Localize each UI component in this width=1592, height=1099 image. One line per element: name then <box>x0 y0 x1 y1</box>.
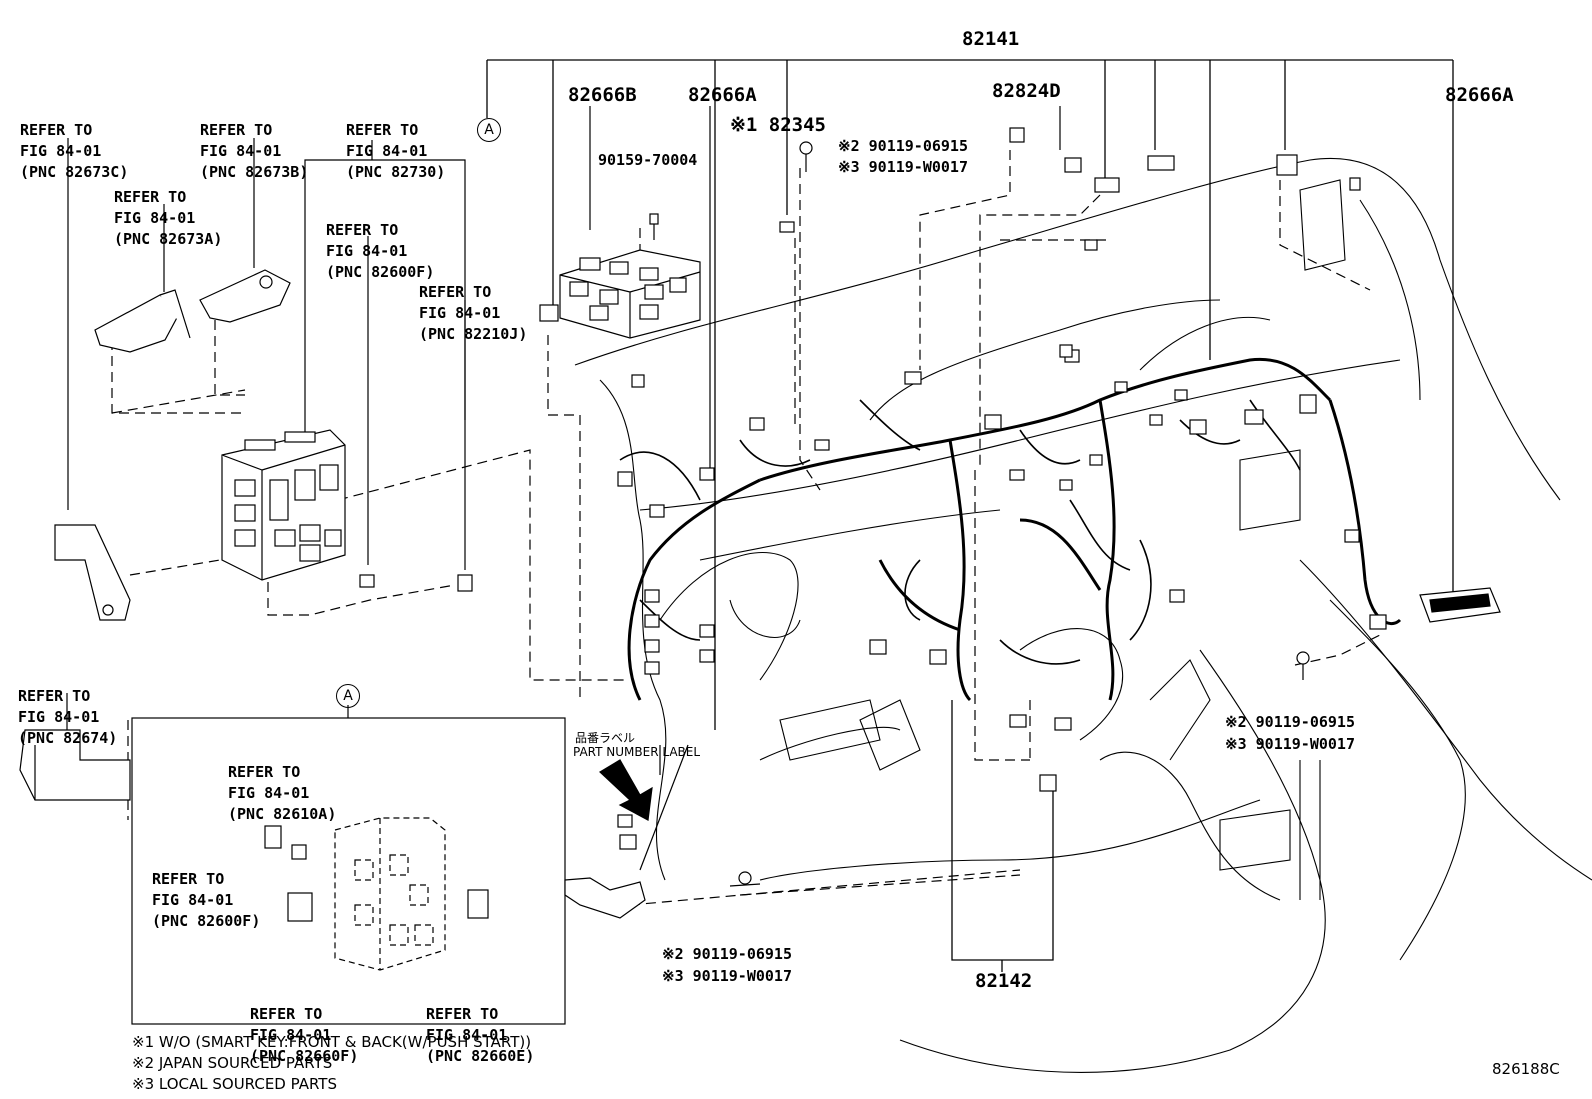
bolt-bottom-local: ※3 90119-W0017 <box>662 967 792 985</box>
bolt-right-japan: ※2 90119-06915 <box>1225 713 1355 731</box>
leader-82666 <box>589 106 1061 470</box>
footnote-3: ※3 LOCAL SOURCED PARTS <box>132 1075 337 1093</box>
pn-82666A-2: 82666A <box>1445 84 1514 106</box>
leader-82141 <box>486 59 1454 730</box>
leader-82142 <box>951 700 1054 972</box>
inset-parts <box>264 825 489 922</box>
lower-bracket <box>564 814 646 919</box>
wire-harness <box>627 357 1402 702</box>
bolts <box>649 141 1310 887</box>
footnote-2: ※2 JAPAN SOURCED PARTS <box>132 1054 333 1072</box>
block-right <box>1419 587 1501 623</box>
left-parts <box>19 269 291 801</box>
footnote-1: ※1 W/O (SMART KEY:FRONT & BACK(W/PUSH ST… <box>132 1033 532 1051</box>
pn-82666B: 82666B <box>568 84 637 106</box>
part-label-jp: 品番ラベル <box>575 731 636 745</box>
instrument-panel <box>574 158 1592 1073</box>
bolt-top-local: ※3 90119-W0017 <box>838 158 968 176</box>
bolt-top-japan: ※2 90119-06915 <box>838 137 968 155</box>
pn-82666A-1: 82666A <box>688 84 757 106</box>
pn-82141: 82141 <box>962 28 1020 50</box>
ref-leaders <box>66 138 466 730</box>
wire-branches <box>619 399 1301 665</box>
callout-a-inset: A <box>336 684 360 708</box>
junction-block-left <box>221 429 346 581</box>
dashed-guides <box>111 150 1381 906</box>
bolt-bottom-japan: ※2 90119-06915 <box>662 945 792 963</box>
pn-82142: 82142 <box>975 970 1033 992</box>
part-label-arrow <box>599 744 689 871</box>
fuse-block-top <box>559 249 701 339</box>
part-label-en: PART NUMBER LABEL <box>573 745 701 759</box>
pn-82824D: 82824D <box>992 80 1061 102</box>
callout-a-top: A <box>477 118 501 142</box>
figure-code: 826188C <box>1492 1060 1560 1078</box>
bolt-right-local: ※3 90119-W0017 <box>1225 735 1355 753</box>
pn-90159-70004: 90159-70004 <box>598 151 698 169</box>
pn-82345: ※1 82345 <box>730 114 826 136</box>
connectors <box>539 127 1387 792</box>
terminals <box>359 574 473 592</box>
inset-dashed-block <box>334 817 446 971</box>
